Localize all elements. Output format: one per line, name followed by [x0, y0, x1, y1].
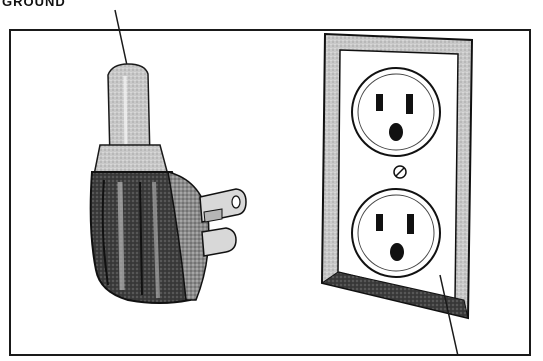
upper-hot-slot — [376, 94, 383, 111]
duplex-outlet — [322, 34, 472, 318]
upper-receptacle — [352, 68, 440, 156]
prong-hole — [232, 196, 240, 208]
lower-ground-hole — [390, 243, 404, 261]
lower-hot-slot — [376, 214, 383, 231]
center-screw-icon — [394, 166, 406, 178]
plug-collar — [94, 145, 168, 175]
lower-neutral-slot — [407, 214, 414, 234]
upper-ground-hole — [389, 123, 403, 141]
ground-callout-label: GROUND — [2, 0, 66, 9]
lower-receptacle — [352, 189, 440, 277]
upper-neutral-slot — [406, 94, 413, 114]
